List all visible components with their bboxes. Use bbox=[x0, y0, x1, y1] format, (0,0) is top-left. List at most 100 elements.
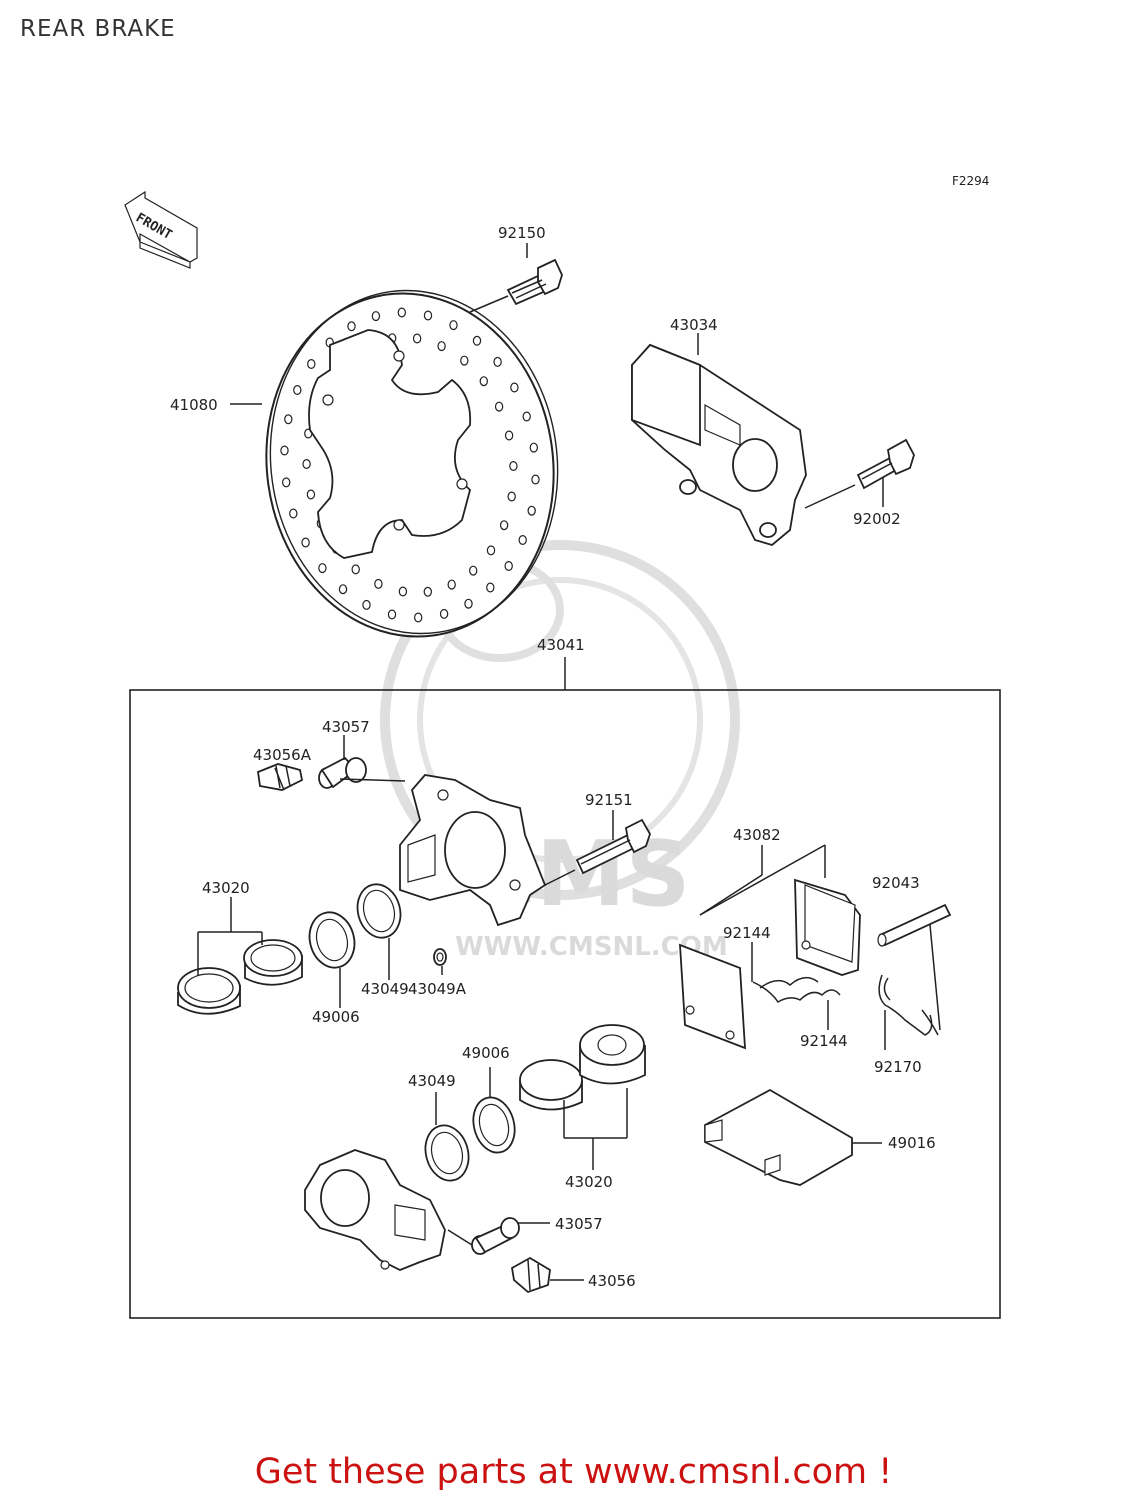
callout-labels: 92150 41080 43034 92002 43041 43057 4305… bbox=[170, 224, 936, 1290]
footer-link[interactable]: Get these parts at www.cmsnl.com ! bbox=[254, 1452, 893, 1492]
callout-caliper-bracket: 43034 bbox=[670, 316, 718, 334]
disc-vent-hole bbox=[293, 385, 302, 396]
disc-vent-hole bbox=[527, 505, 536, 516]
callout-seal-43049a: 43049A bbox=[408, 980, 467, 998]
callout-pad-plate: 49016 bbox=[888, 1134, 936, 1152]
disc-vent-hole bbox=[518, 534, 527, 545]
brake-disc-part bbox=[265, 289, 559, 638]
callout-seal-49006-left: 49006 bbox=[312, 1008, 360, 1026]
disc-vent-hole bbox=[351, 564, 360, 575]
disc-vent-hole bbox=[507, 491, 516, 502]
callout-clip: 92170 bbox=[874, 1058, 922, 1076]
disc-vent-hole bbox=[301, 537, 310, 548]
pad-spring-part bbox=[752, 976, 841, 1004]
leader-lines bbox=[197, 243, 941, 1281]
callout-caliper-assembly: 43041 bbox=[537, 636, 585, 654]
disc-vent-hole bbox=[371, 311, 381, 322]
disc-vent-hole bbox=[387, 609, 397, 620]
callout-pistons-left: 43020 bbox=[202, 879, 250, 897]
disc-vent-hole bbox=[397, 307, 406, 318]
disc-vent-hole bbox=[284, 414, 293, 425]
disc-vent-hole bbox=[494, 401, 504, 412]
disc-vent-hole bbox=[414, 612, 423, 623]
callout-pad-spring-upper: 92144 bbox=[723, 924, 771, 942]
seal-43049-left-part bbox=[356, 883, 402, 939]
callout-bleed-valve: 43056 bbox=[588, 1272, 636, 1290]
disc-vent-hole bbox=[302, 459, 311, 470]
seal-49006-lower-part bbox=[472, 1096, 516, 1154]
disc-vent-hole bbox=[412, 333, 422, 344]
disc-vent-hole bbox=[439, 608, 449, 619]
disc-vent-hole bbox=[423, 586, 432, 597]
seal-43049-lower-part bbox=[424, 1124, 470, 1182]
seal-49006-left-part bbox=[308, 911, 356, 969]
callout-pad-pin: 92043 bbox=[872, 874, 920, 892]
disc-vent-hole bbox=[338, 584, 348, 595]
disc-vent-hole bbox=[280, 445, 289, 456]
disc-vent-hole bbox=[522, 411, 531, 422]
brake-pad-front-part bbox=[679, 943, 746, 1050]
disc-vent-hole bbox=[460, 355, 469, 366]
page-title: REAR BRAKE bbox=[20, 16, 176, 42]
disc-vent-hole bbox=[531, 474, 540, 485]
disc-vent-hole bbox=[318, 563, 327, 574]
caliper-bolt-part bbox=[575, 818, 651, 875]
disc-vent-hole bbox=[423, 310, 433, 321]
bleed-valve-lower-part bbox=[511, 1256, 551, 1294]
pistons-left-part bbox=[177, 939, 303, 1015]
callout-bleed-cap-lower: 43057 bbox=[555, 1215, 603, 1233]
disc-vent-hole bbox=[374, 578, 383, 589]
pad-pin-part bbox=[877, 903, 952, 947]
disc-vent-hole bbox=[529, 442, 539, 453]
pistons-lower-part bbox=[519, 1024, 646, 1111]
callout-seal-43049-left: 43049 bbox=[361, 980, 409, 998]
callout-bracket-bolt: 92002 bbox=[853, 510, 901, 528]
bleed-cap-upper-part bbox=[318, 756, 367, 789]
disc-vent-hole bbox=[510, 382, 519, 393]
disc-vent-hole bbox=[504, 430, 514, 441]
disc-vent-hole bbox=[499, 520, 509, 531]
bracket-bolt-part bbox=[856, 438, 915, 490]
callout-bleed-cap-upper: 43057 bbox=[322, 718, 370, 736]
caliper-body-lower-part bbox=[304, 1149, 446, 1271]
callout-pad-set: 43082 bbox=[733, 826, 781, 844]
disc-bolt-part bbox=[506, 258, 563, 306]
disc-vent-hole bbox=[307, 359, 316, 370]
callout-seal-49006-lower: 49006 bbox=[462, 1044, 510, 1062]
disc-vent-hole bbox=[472, 335, 482, 346]
disc-vent-hole bbox=[479, 376, 488, 387]
disc-vent-hole bbox=[289, 508, 298, 519]
disc-vent-hole bbox=[504, 560, 513, 571]
pad-plate-part bbox=[704, 1088, 853, 1186]
callout-bleed-valve-a: 43056A bbox=[253, 746, 312, 764]
disc-vent-hole bbox=[437, 341, 446, 352]
disc-vent-hole bbox=[347, 321, 356, 332]
callout-caliper-bolt: 92151 bbox=[585, 791, 633, 809]
disc-vent-hole bbox=[447, 579, 456, 590]
caliper-bracket-part bbox=[631, 343, 807, 546]
front-arrow-icon: FRONT bbox=[124, 190, 198, 269]
disc-vent-hole bbox=[398, 586, 408, 597]
figure-code: F2294 bbox=[952, 174, 989, 188]
disc-vent-hole bbox=[486, 545, 496, 556]
callout-disc-bolt: 92150 bbox=[498, 224, 546, 242]
callout-disc: 41080 bbox=[170, 396, 218, 414]
seal-43049a-part bbox=[433, 948, 447, 966]
disc-vent-hole bbox=[469, 565, 478, 576]
callout-seal-43049-lower: 43049 bbox=[408, 1072, 456, 1090]
callout-pad-spring-lower: 92144 bbox=[800, 1032, 848, 1050]
disc-vent-hole bbox=[493, 356, 502, 367]
disc-vent-hole bbox=[449, 320, 458, 331]
disc-vent-hole bbox=[282, 477, 291, 488]
disc-vent-hole bbox=[509, 461, 518, 472]
bleed-cap-lower-part bbox=[471, 1217, 520, 1255]
bleed-valve-upper-part bbox=[257, 763, 304, 791]
disc-vent-hole bbox=[464, 598, 473, 609]
disc-vent-hole bbox=[306, 489, 316, 500]
disc-vent-hole bbox=[486, 582, 495, 593]
brake-pad-rear-part bbox=[794, 878, 861, 976]
disc-vent-hole bbox=[362, 599, 371, 610]
callout-pistons-lower: 43020 bbox=[565, 1173, 613, 1191]
clip-part bbox=[878, 974, 939, 1036]
